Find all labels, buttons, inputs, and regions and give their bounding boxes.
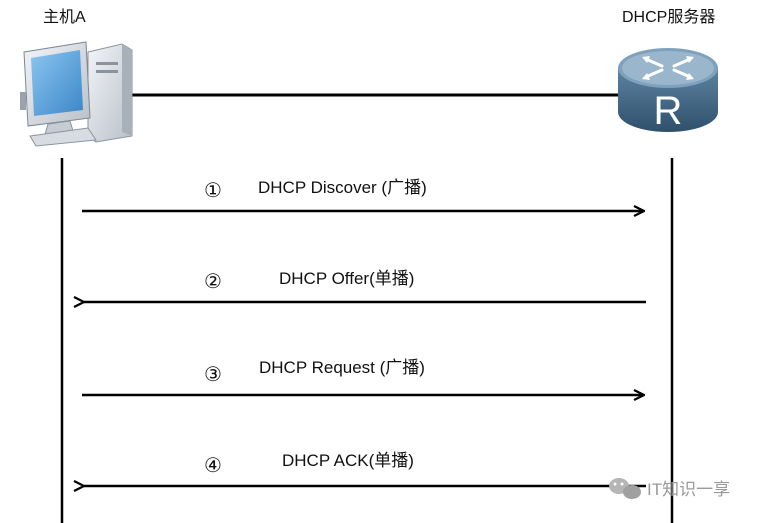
step-number-1: ① (204, 180, 222, 202)
message-label-request: DHCP Request (广播) (259, 358, 425, 377)
desktop-computer-icon (20, 41, 133, 147)
server-label: DHCP服务器 (622, 9, 716, 26)
svg-text:R: R (654, 89, 683, 133)
step-number-3: ③ (204, 364, 222, 386)
wechat-icon (609, 478, 641, 499)
host-label: 主机A (43, 9, 86, 26)
router-icon: R (618, 48, 718, 133)
step-number-4: ④ (204, 455, 222, 477)
message-label-offer: DHCP Offer(单播) (279, 269, 415, 288)
watermark-text: IT知识一享 (647, 480, 731, 499)
message-label-ack: DHCP ACK(单播) (282, 451, 414, 470)
message-label-discover: DHCP Discover (广播) (258, 178, 427, 197)
step-number-2: ② (204, 271, 222, 293)
